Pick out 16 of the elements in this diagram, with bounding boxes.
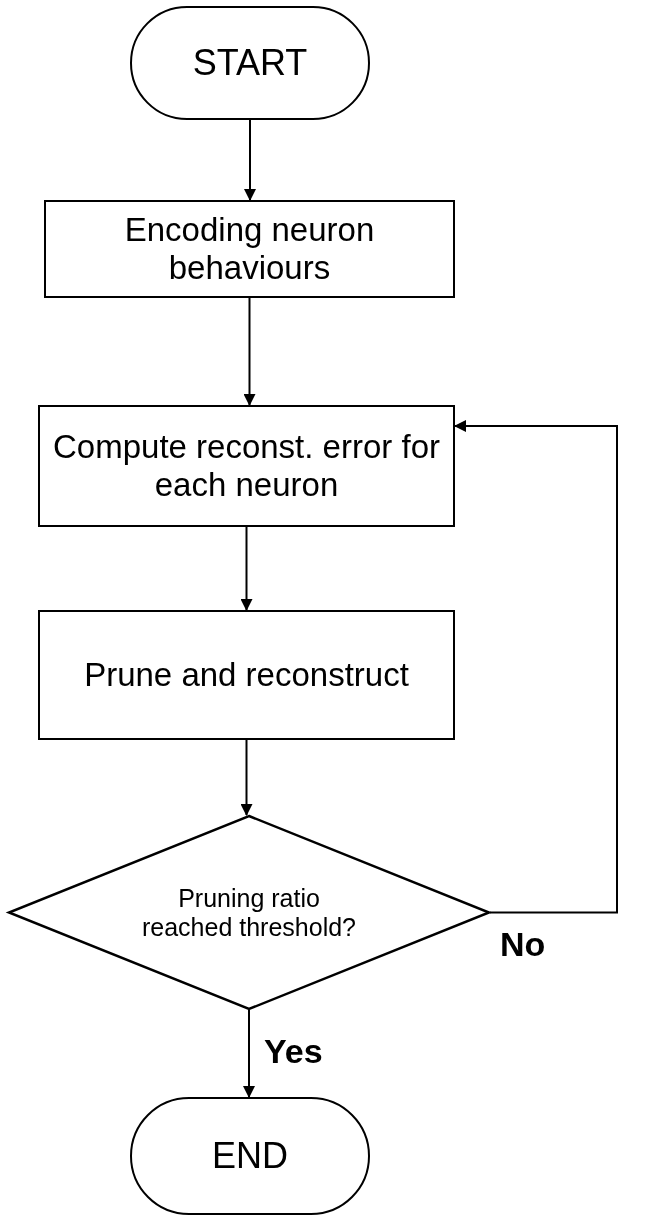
node-text: Encoding neuron behaviours (123, 211, 376, 287)
node-text: Pruning ratio reached threshold? (140, 883, 357, 942)
process-box (44, 200, 455, 298)
node-text: START (192, 42, 308, 84)
arrow (244, 119, 256, 201)
process-box (38, 610, 455, 740)
arrow (454, 420, 618, 914)
arrow (240, 739, 253, 816)
node-text: END (212, 1135, 288, 1177)
decision-diamond (8, 815, 490, 1010)
process-box (38, 405, 455, 527)
node-text: Prune and reconstruct (84, 656, 409, 694)
arrow (243, 297, 256, 406)
arrow (243, 1009, 255, 1098)
node-text: Compute reconst. error for each neuron (53, 428, 440, 504)
arrow (240, 526, 253, 611)
